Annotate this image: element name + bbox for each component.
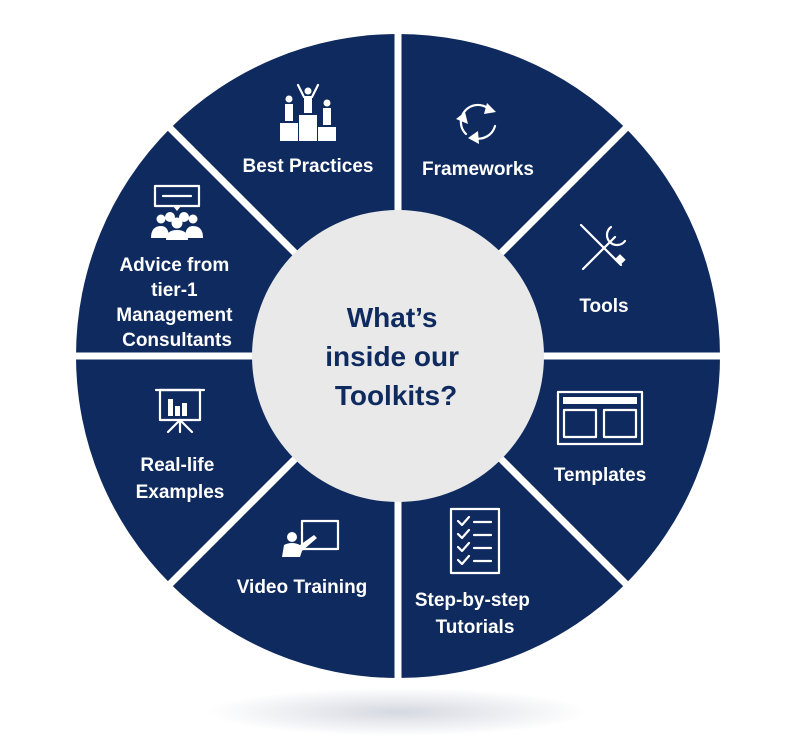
segment-label-video-training: Video Training: [237, 577, 368, 598]
segment-label-tools: Tools: [579, 296, 628, 317]
group-speech-icon: [151, 184, 203, 240]
center-title-line-3: Toolkits?: [335, 380, 457, 411]
center-title-line-2: inside our: [325, 341, 459, 372]
segment-label-advice: Advice from tier-1 Management Consultant…: [116, 255, 237, 351]
segment-label-templates: Templates: [554, 465, 647, 486]
center-title-line-1: What’s: [347, 302, 438, 333]
center-title: What’s inside our Toolkits?: [325, 302, 467, 411]
wheel-shadow: [208, 688, 588, 736]
presenter-screen-icon: [282, 519, 340, 557]
segment-label-tutorials: Step-by-step Tutorials: [415, 590, 535, 638]
cycle-arrows-icon: [456, 103, 497, 144]
tools-icon: [579, 223, 627, 271]
presentation-chart-icon: [154, 388, 206, 434]
template-layout-icon: [556, 390, 644, 446]
segment-label-examples: Real-life Examples: [136, 455, 225, 503]
center-circle: [252, 210, 544, 502]
podium-winners-icon: [280, 83, 336, 141]
segment-label-frameworks: Frameworks: [422, 159, 534, 180]
checklist-icon: [449, 507, 501, 575]
segment-label-best-practices: Best Practices: [243, 156, 374, 177]
